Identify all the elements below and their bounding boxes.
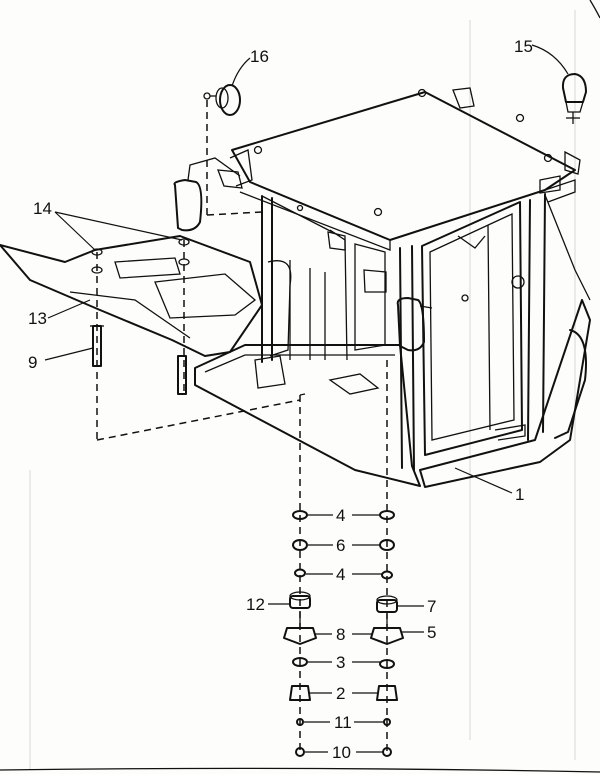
callout-9: 9 xyxy=(28,353,37,372)
right-mirror xyxy=(396,297,433,352)
speaker-part-16 xyxy=(203,84,241,116)
callout-11: 11 xyxy=(334,713,352,732)
mount-stack-left xyxy=(283,510,317,757)
callout-2: 2 xyxy=(336,684,345,703)
callout-8: 8 xyxy=(336,625,345,644)
callout-10: 10 xyxy=(332,743,351,762)
callout-5: 5 xyxy=(427,623,436,642)
callout-7: 7 xyxy=(427,597,436,616)
callout-3: 3 xyxy=(336,653,345,672)
page-texture xyxy=(29,10,576,770)
beacon-part-15 xyxy=(561,73,587,124)
leader-lines xyxy=(44,44,569,753)
washers-part-14 xyxy=(91,238,190,274)
cab-frame-part-1 xyxy=(194,87,591,488)
callout-15: 15 xyxy=(514,37,533,56)
callout-13: 13 xyxy=(28,309,47,328)
mount-stack-right xyxy=(370,510,404,757)
bolt-part-9 xyxy=(90,325,187,395)
callout-16: 16 xyxy=(250,47,269,66)
callout-14: 14 xyxy=(33,199,52,218)
callout-4-lower: 4 xyxy=(336,565,345,584)
floor-mat-part-13 xyxy=(0,235,263,357)
callout-1: 1 xyxy=(515,485,524,504)
callout-4-upper: 4 xyxy=(336,506,345,525)
callout-6: 6 xyxy=(336,536,345,555)
left-mirror xyxy=(173,157,241,232)
callout-12: 12 xyxy=(246,595,265,614)
callout-labels: 1 2 3 4 4 5 6 7 8 9 10 11 12 13 14 15 16 xyxy=(28,37,533,762)
